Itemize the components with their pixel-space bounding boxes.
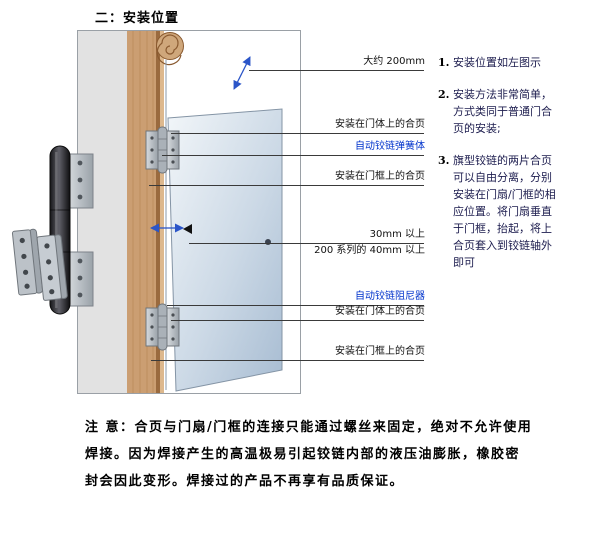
- flag-hinge-photo: [11, 228, 68, 301]
- dim-label-200mm: 大约 200mm: [363, 56, 425, 67]
- leader-lines: [149, 70, 424, 361]
- warning-note: 注 意：合页与门扇/门框的连接只能通过螺丝来固定，绝对不允许使用焊接。因为焊接产…: [85, 414, 533, 495]
- bottom-hinge: [145, 303, 180, 351]
- top-hinge: [145, 126, 180, 174]
- label-door-hinge-top: 安装在门体上的合页: [335, 119, 425, 130]
- dim-label-30mm: 30mm 以上: [369, 229, 425, 240]
- instruction-list: 1. 安装位置如左图示 2. 安装方法非常简单，方式类同于普通门合页的安装; 3…: [438, 54, 558, 286]
- label-spring-body: 自动铰链弹簧体: [355, 141, 425, 152]
- dimension-200mm-arrow: [233, 56, 251, 90]
- instruction-2: 2. 安装方法非常简单，方式类同于普通门合页的安装;: [438, 86, 558, 137]
- door-leaf: [167, 108, 283, 392]
- warning-text: 合页与门扇/门框的连接只能通过螺丝来固定，绝对不允许使用焊接。因为焊接产生的高温…: [85, 420, 533, 489]
- instruction-1: 1. 安装位置如左图示: [438, 54, 558, 71]
- instruction-2-text: 安装方法非常简单，方式类同于普通门合页的安装;: [453, 88, 552, 135]
- instruction-3-text: 旗型铰链的两片合页可以自由分离，分别安装在门扇/门框的相应位置。将门扇垂直于门框…: [453, 154, 556, 269]
- section-title: 二：安装位置: [95, 11, 180, 26]
- label-frame-hinge-bottom: 安装在门框上的合页: [335, 346, 425, 357]
- instruction-3-number: 3.: [438, 154, 450, 167]
- label-damper: 自动铰链阻尼器: [355, 291, 425, 302]
- dim-label-200series-40mm: 200 系列的 40mm 以上: [314, 245, 425, 256]
- label-door-hinge-bottom: 安装在门体上的合页: [335, 306, 425, 317]
- warning-label: 注 意：: [85, 420, 135, 435]
- door-knob-dot: [265, 239, 271, 245]
- pointer-triangle: [183, 224, 192, 234]
- instruction-1-number: 1.: [438, 56, 450, 69]
- instruction-3: 3. 旗型铰链的两片合页可以自由分离，分别安装在门扇/门框的相应位置。将门扇垂直…: [438, 152, 558, 271]
- instruction-1-text: 安装位置如左图示: [453, 56, 541, 69]
- instruction-2-number: 2.: [438, 88, 450, 101]
- label-frame-hinge-top: 安装在门框上的合页: [335, 171, 425, 182]
